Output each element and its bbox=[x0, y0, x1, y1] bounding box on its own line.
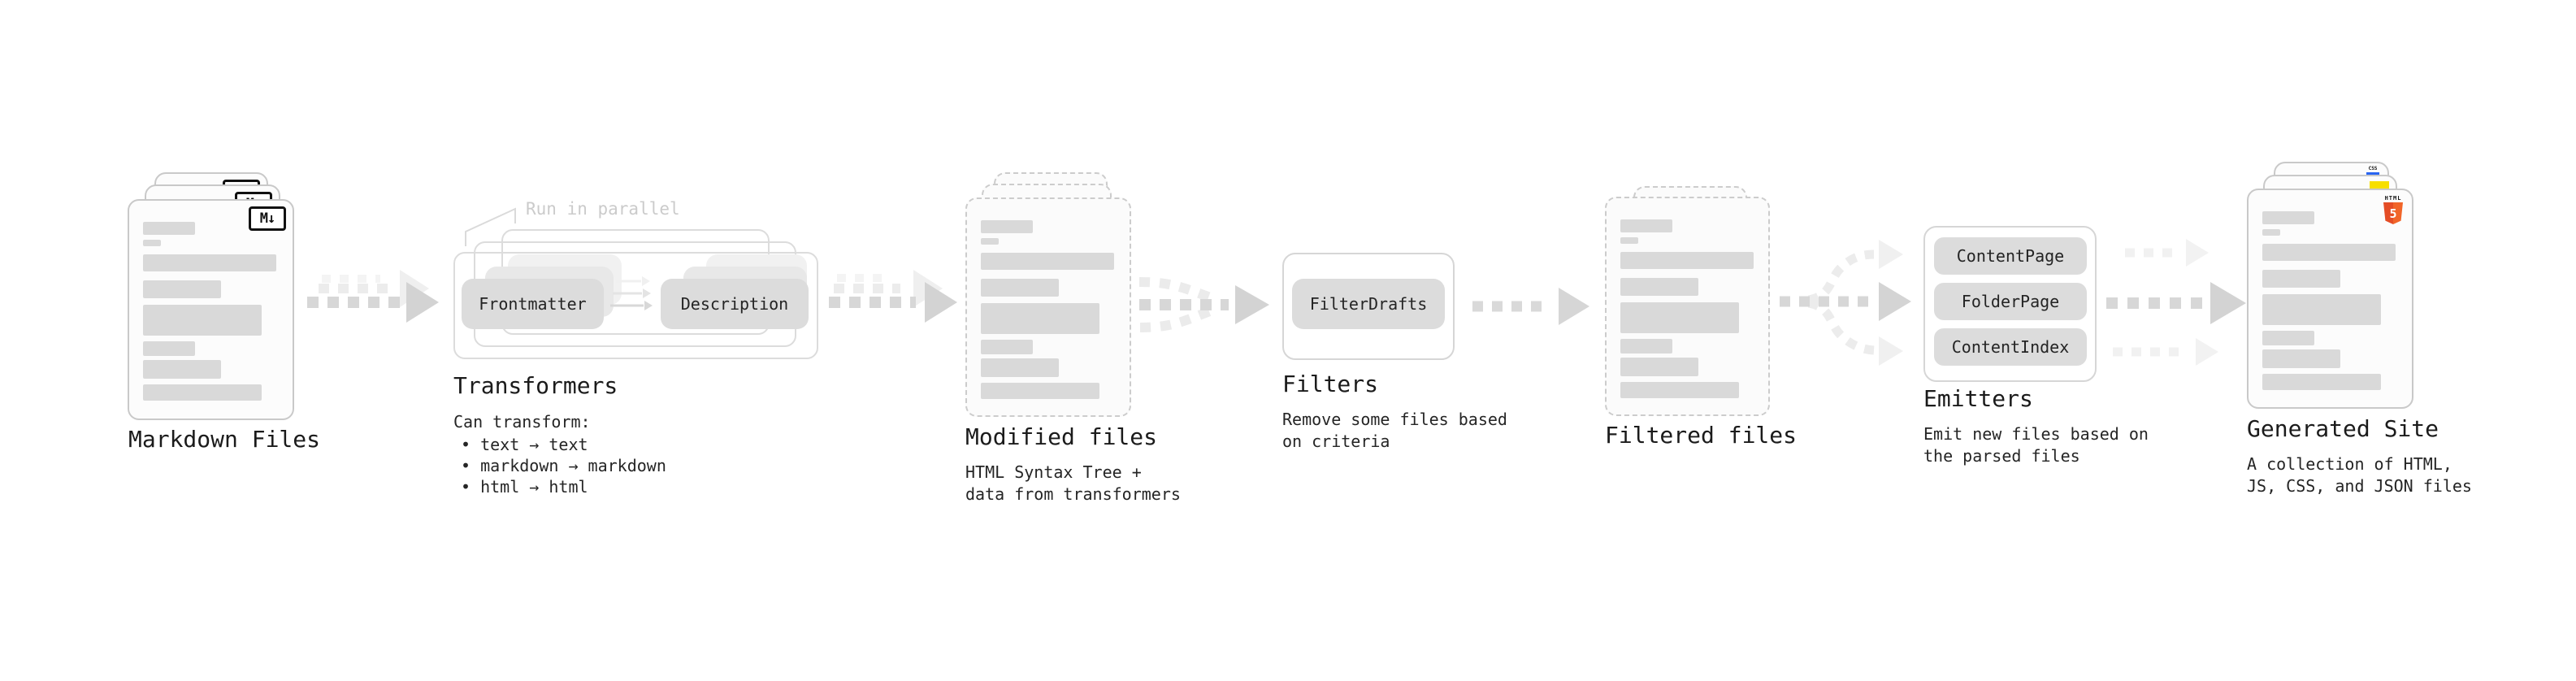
skeleton-bar bbox=[981, 220, 1033, 233]
stage-label-filtered-files: Filtered files bbox=[1605, 422, 1798, 449]
arrow-markdown-to-transformers bbox=[307, 270, 439, 323]
stage-label-filters: Filters bbox=[1282, 371, 1379, 397]
bullet-item: • html → html bbox=[461, 477, 588, 497]
emitter-pill-contentindex: ContentIndex bbox=[1934, 328, 2087, 366]
skeleton-bar bbox=[2262, 229, 2280, 236]
html5-logo-icon: HTML 5 bbox=[2383, 195, 2404, 224]
skeleton-bar bbox=[143, 240, 161, 246]
generated-site-caption: A collection of HTML, JS, CSS, and JSON … bbox=[2247, 454, 2472, 496]
skeleton-bar bbox=[143, 360, 221, 379]
skeleton-bar bbox=[981, 383, 1099, 399]
arrow-split-filtered-to-emitters bbox=[1780, 240, 1911, 366]
skeleton-bar bbox=[1620, 237, 1638, 244]
skeleton-bar bbox=[143, 341, 195, 356]
skeleton-bar bbox=[2262, 331, 2314, 345]
document-skeleton bbox=[967, 220, 1130, 399]
run-in-parallel-leader-line bbox=[465, 207, 516, 246]
skeleton-bar bbox=[143, 254, 276, 271]
stage-label-generated-site: Generated Site bbox=[2247, 415, 2439, 442]
skeleton-bar bbox=[981, 253, 1114, 270]
arrow-merge-modified-to-filters bbox=[1138, 277, 1269, 332]
skeleton-bar bbox=[2262, 349, 2340, 368]
bullet-item: • markdown → markdown bbox=[461, 456, 666, 475]
skeleton-bar bbox=[1620, 302, 1739, 333]
stage-label-emitters: Emitters bbox=[1923, 385, 2033, 412]
skeleton-bar bbox=[2262, 270, 2340, 288]
arrow-transformers-to-modified bbox=[829, 270, 957, 323]
modified-file-card-front bbox=[965, 197, 1131, 417]
stage-label-markdown-files: Markdown Files bbox=[128, 426, 321, 453]
skeleton-bar bbox=[1620, 382, 1739, 398]
parallel-step-arrows bbox=[610, 276, 653, 310]
skeleton-bar bbox=[2262, 211, 2314, 224]
skeleton-bar bbox=[981, 303, 1099, 334]
markdown-file-card-front: M↓ bbox=[128, 199, 294, 420]
transformers-caption-heading: Can transform: bbox=[453, 412, 591, 432]
transformers-bullet-list: • text → text • markdown → markdown • ht… bbox=[461, 434, 666, 497]
stage-label-modified-files: Modified files bbox=[965, 423, 1158, 450]
arrows-emitters-to-generated bbox=[2106, 239, 2246, 366]
html5-logo-word: HTML bbox=[2384, 195, 2402, 202]
skeleton-bar bbox=[1620, 252, 1754, 269]
skeleton-bar bbox=[981, 358, 1059, 377]
arrow-filters-to-filtered bbox=[1472, 288, 1589, 325]
skeleton-bar bbox=[143, 280, 221, 298]
stage-label-transformers: Transformers bbox=[453, 372, 618, 399]
transformer-layer-front bbox=[453, 252, 818, 359]
bullet-item: • text → text bbox=[461, 435, 588, 454]
skeleton-bar bbox=[143, 305, 262, 336]
document-skeleton bbox=[2249, 211, 2412, 390]
skeleton-bar bbox=[2262, 294, 2381, 325]
markdown-badge-icon: M↓ bbox=[249, 206, 286, 231]
skeleton-bar bbox=[2262, 244, 2396, 261]
filter-pill-filterdrafts: FilterDrafts bbox=[1292, 279, 1445, 329]
css-file-icon-bar bbox=[2366, 172, 2379, 175]
skeleton-bar bbox=[143, 384, 262, 401]
emitter-pill-contentpage: ContentPage bbox=[1934, 237, 2087, 275]
css-file-icon: CSS bbox=[2365, 166, 2381, 175]
emitters-caption: Emit new files based on the parsed files bbox=[1923, 424, 2149, 466]
document-skeleton bbox=[1607, 219, 1768, 398]
skeleton-bar bbox=[981, 340, 1033, 354]
css-file-icon-label: CSS bbox=[2368, 166, 2378, 171]
skeleton-bar bbox=[1620, 219, 1672, 232]
run-in-parallel-annotation: Run in parallel bbox=[526, 199, 680, 219]
skeleton-bar bbox=[1620, 278, 1698, 296]
skeleton-bar bbox=[1620, 358, 1698, 376]
document-skeleton bbox=[129, 222, 293, 401]
skeleton-bar bbox=[143, 222, 195, 235]
generated-file-card-html: HTML 5 bbox=[2247, 189, 2413, 409]
skeleton-bar bbox=[1620, 339, 1672, 354]
transformer-pill-description: Description bbox=[661, 279, 809, 329]
filtered-file-card-front bbox=[1605, 197, 1770, 416]
transformer-pill-frontmatter: Frontmatter bbox=[462, 279, 604, 329]
modified-files-caption: HTML Syntax Tree + data from transformer… bbox=[965, 462, 1181, 504]
skeleton-bar bbox=[981, 279, 1059, 297]
html5-logo-shield: 5 bbox=[2383, 202, 2403, 224]
skeleton-bar bbox=[981, 238, 999, 245]
emitter-pill-folderpage: FolderPage bbox=[1934, 283, 2087, 320]
filters-caption: Remove some files based on criteria bbox=[1282, 410, 1507, 451]
js-file-icon bbox=[2370, 181, 2389, 190]
skeleton-bar bbox=[2262, 374, 2381, 390]
